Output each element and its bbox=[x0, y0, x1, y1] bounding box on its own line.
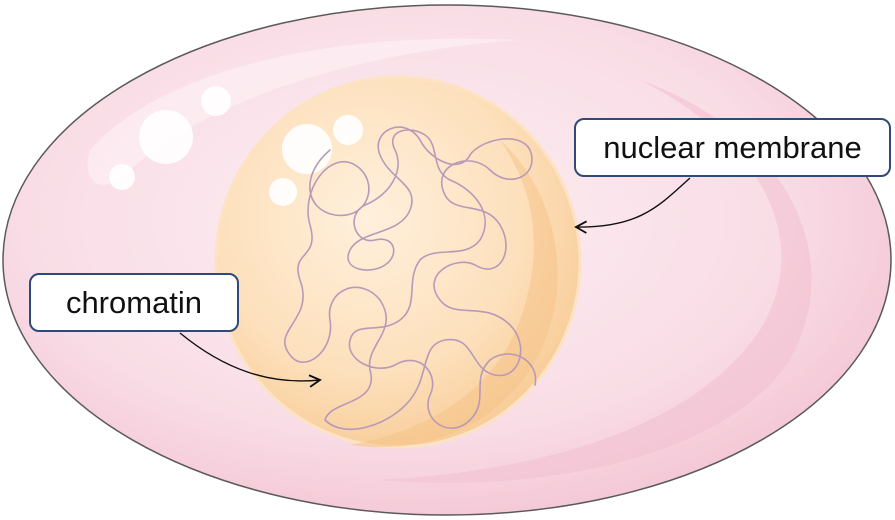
chromatin-strand bbox=[283, 126, 537, 430]
highlight-bubble bbox=[109, 164, 135, 190]
nuclear-membrane-arrow bbox=[574, 177, 691, 234]
chromatin-arrow bbox=[179, 332, 322, 388]
nuclear-membrane-label: nuclear membrane bbox=[574, 118, 891, 177]
highlight-bubble bbox=[201, 86, 231, 116]
highlight-bubble bbox=[139, 110, 193, 164]
highlight-bubble bbox=[333, 115, 363, 145]
nucleus-shading bbox=[350, 140, 558, 448]
chromatin-label: chromatin bbox=[29, 273, 239, 332]
highlight-bubble bbox=[282, 124, 332, 174]
highlight-bubble bbox=[269, 178, 297, 206]
